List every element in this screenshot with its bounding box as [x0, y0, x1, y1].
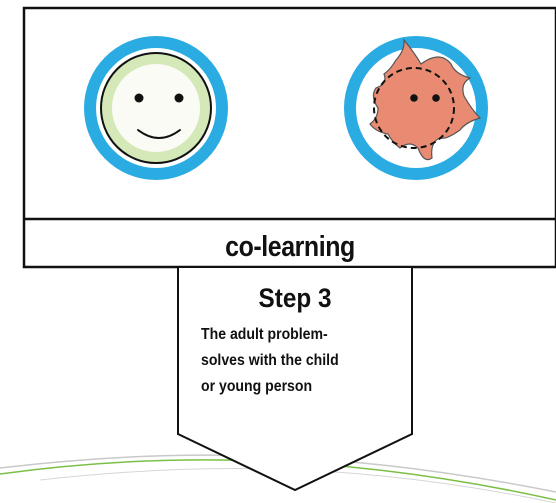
step-description: The adult problem- solves with the child… — [201, 322, 395, 400]
blob-creature-icon — [344, 36, 488, 180]
step-arrow-box — [177, 266, 413, 492]
right-eye — [174, 93, 184, 103]
step-description-line: or young person — [201, 378, 313, 395]
blob-right-eye — [432, 94, 440, 102]
step-description-line: solves with the child — [201, 352, 339, 369]
blob-left-eye — [410, 94, 418, 102]
step-title: Step 3 — [258, 283, 332, 313]
panel-title: co-learning — [225, 230, 355, 263]
step-description-line: The adult problem- — [201, 326, 328, 343]
smile — [137, 129, 181, 139]
left-eye — [134, 93, 144, 103]
smiley-face-icon — [84, 36, 228, 180]
